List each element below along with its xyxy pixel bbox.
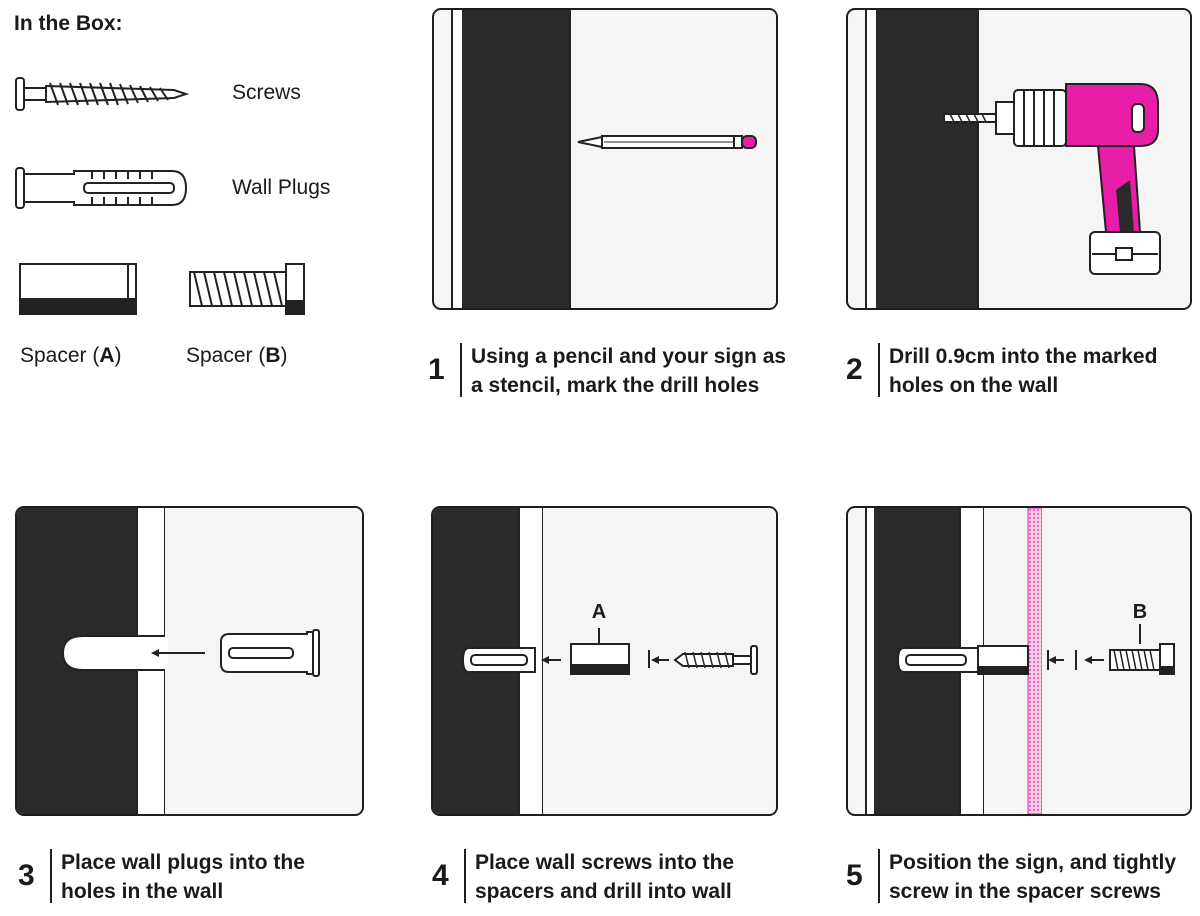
step-text-line: holes in the wall	[61, 880, 224, 903]
step-2-illustration	[846, 8, 1192, 310]
step-3-illustration	[15, 506, 364, 816]
step-4-caption: 4 Place wall screws into the spacers and …	[432, 846, 734, 906]
divider	[878, 849, 880, 903]
step-number: 5	[846, 859, 863, 892]
wall-plug-icon	[461, 647, 536, 673]
step-number: 3	[18, 859, 35, 892]
wall-plug-icon	[220, 629, 320, 677]
sign-edge	[1027, 508, 1043, 814]
step-1-caption: 1 Using a pencil and your sign as a stenc…	[428, 340, 786, 400]
spacer-b-diagram-label: B	[1133, 601, 1147, 623]
step-text-line: Place wall plugs into the	[61, 851, 305, 874]
spacer-a-icon	[977, 645, 1029, 675]
screw-icon	[15, 77, 190, 111]
spacer-b-icon	[189, 263, 305, 315]
spacer-a-icon	[19, 263, 137, 315]
step-2-caption: 2 Drill 0.9cm into the marked holes on th…	[846, 340, 1157, 400]
wall-plugs-label: Wall Plugs	[232, 176, 331, 199]
step-number: 4	[432, 859, 449, 892]
step-text-line: Position the sign, and tightly	[889, 851, 1176, 874]
spacer-a-diagram-label: A	[592, 601, 606, 623]
step-1-illustration	[432, 8, 778, 310]
divider	[460, 343, 462, 397]
step-text-line: Drill 0.9cm into the marked	[889, 345, 1158, 368]
wall-plug-icon	[15, 167, 188, 209]
divider	[50, 849, 52, 903]
step-text-line: screw in the spacer screws	[889, 880, 1161, 903]
step-text-line: holes on the wall	[889, 374, 1059, 397]
divider	[878, 343, 880, 397]
screw-icon	[673, 645, 758, 675]
step-text-line: spacers and drill into wall	[475, 880, 732, 903]
spacer-b-icon	[1109, 643, 1175, 675]
wall-plug-icon	[896, 647, 979, 673]
step-number: 1	[428, 353, 445, 386]
in-the-box-title: In the Box:	[14, 12, 123, 35]
pencil-icon	[577, 135, 757, 149]
step-text-line: Place wall screws into the	[475, 851, 735, 874]
spacer-a-label: Spacer (A)	[20, 344, 122, 367]
divider	[464, 849, 466, 903]
step-text-line: a stencil, mark the drill holes	[471, 374, 760, 397]
step-text-line: Using a pencil and your sign as	[471, 345, 787, 368]
step-5-illustration: B	[846, 506, 1192, 816]
step-4-illustration: A	[431, 506, 778, 816]
step-number: 2	[846, 353, 863, 386]
spacer-a-icon	[570, 643, 630, 675]
drill-icon	[943, 83, 1161, 275]
spacer-b-label: Spacer (B)	[186, 344, 288, 367]
step-5-caption: 5 Position the sign, and tightly screw in…	[846, 846, 1176, 906]
screws-label: Screws	[232, 81, 301, 104]
step-3-caption: 3 Place wall plugs into the holes in the …	[18, 846, 305, 906]
